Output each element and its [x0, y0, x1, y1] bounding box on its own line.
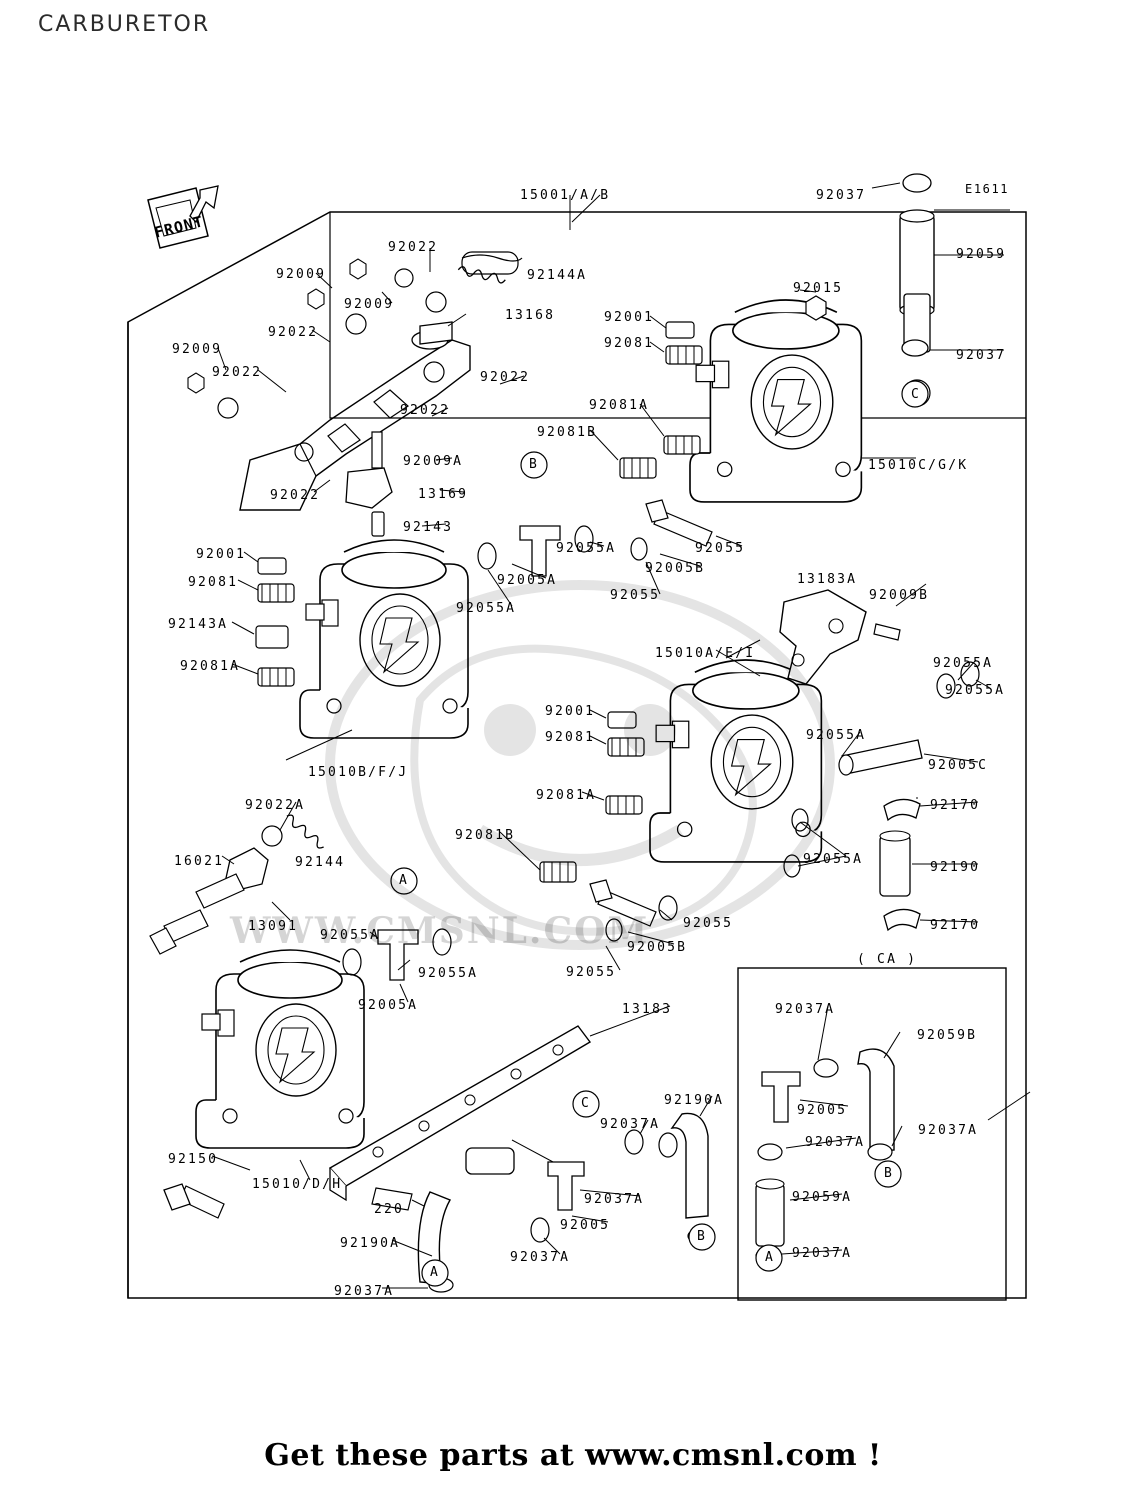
part-callout: 92022: [212, 365, 263, 380]
part-callout: 92055: [683, 916, 734, 931]
part-callout: 92059: [956, 247, 1007, 262]
part-callout: 92005: [560, 1218, 611, 1233]
part-callout: 92059B: [917, 1028, 978, 1043]
part-callout: 92037A: [792, 1246, 853, 1261]
part-callout: 92022: [480, 370, 531, 385]
reference-marker: B: [697, 1229, 705, 1244]
reference-marker: B: [529, 457, 537, 472]
part-callout: 92037A: [510, 1250, 571, 1265]
part-callout: 15010A/E/I: [655, 646, 756, 661]
part-callout: 92055A: [803, 852, 864, 867]
part-callout: 15010B/F/J: [308, 765, 409, 780]
part-callout: 92022A: [245, 798, 306, 813]
part-callout: 13168: [505, 308, 556, 323]
reference-marker: A: [430, 1265, 438, 1280]
part-callout: 13183A: [797, 572, 858, 587]
part-callout: 92037A: [805, 1135, 866, 1150]
part-callout: 92055A: [806, 728, 867, 743]
part-callout: 92022: [400, 403, 451, 418]
part-callout: 92037A: [775, 1002, 836, 1017]
part-callout: 92015: [793, 281, 844, 296]
part-callout: 92055A: [320, 928, 381, 943]
part-callout: 92081A: [536, 788, 597, 803]
part-callout: 92190A: [340, 1236, 401, 1251]
part-callout: 15010C/G/K: [868, 458, 969, 473]
part-callout: 92190A: [664, 1093, 725, 1108]
reference-marker: C: [581, 1096, 589, 1111]
part-callout: 92009: [172, 342, 223, 357]
part-callout: 220: [374, 1202, 405, 1217]
part-callout: 92081B: [537, 425, 598, 440]
part-callout: 92170: [930, 798, 981, 813]
part-callout: 92190: [930, 860, 981, 875]
part-callout: 92037: [816, 188, 867, 203]
part-callout: 92001: [604, 310, 655, 325]
part-callout: 92009: [344, 297, 395, 312]
part-callout: 92081B: [455, 828, 516, 843]
part-callout: 92005A: [497, 573, 558, 588]
part-callout: 92143: [403, 520, 454, 535]
part-callout: 92055: [610, 588, 661, 603]
part-callout: 92143A: [168, 617, 229, 632]
part-callout: 92005B: [645, 561, 706, 576]
part-callout: 13091: [248, 919, 299, 934]
part-callout: ( CA ): [857, 952, 918, 967]
footer-promo-text: Get these parts at www.cmsnl.com !: [264, 1438, 882, 1473]
part-callout: 92144: [295, 855, 346, 870]
page-title: CARBURETOR: [38, 12, 211, 37]
part-callout: 92022: [388, 240, 439, 255]
part-callout: 92037A: [584, 1192, 645, 1207]
reference-marker: C: [911, 387, 919, 402]
part-callout: 92059A: [792, 1190, 853, 1205]
part-callout: 92005C: [928, 758, 989, 773]
part-callout: 92005B: [627, 940, 688, 955]
part-callout: 92001: [545, 704, 596, 719]
part-callout: 92081: [188, 575, 239, 590]
part-callout: 92081: [604, 336, 655, 351]
part-callout: 92009A: [403, 454, 464, 469]
part-callout: 92055: [695, 541, 746, 556]
part-callout: 15010/D/H: [252, 1177, 343, 1192]
part-callout: 92150: [168, 1152, 219, 1167]
sheet-code: E1611: [965, 182, 1010, 196]
part-callout: 92037A: [600, 1117, 661, 1132]
part-callout: 13169: [418, 487, 469, 502]
part-callout: 92081A: [180, 659, 241, 674]
part-callout: 92001: [196, 547, 247, 562]
reference-marker: A: [765, 1250, 773, 1265]
part-callout: 92055A: [556, 541, 617, 556]
part-callout: 92022: [270, 488, 321, 503]
part-callout: 92009B: [869, 588, 930, 603]
diagram-svg: [127, 173, 1031, 1301]
reference-marker: B: [884, 1166, 892, 1181]
part-callout: 15001/A/B: [520, 188, 611, 203]
part-callout: 16021: [174, 854, 225, 869]
part-callout: 92055A: [456, 601, 517, 616]
part-callout: 92005: [797, 1103, 848, 1118]
part-callout: 92055A: [945, 683, 1006, 698]
part-callout: 92022: [268, 325, 319, 340]
part-callout: 92037A: [918, 1123, 979, 1138]
part-callout: 92037A: [334, 1284, 395, 1299]
part-callout: 92081: [545, 730, 596, 745]
part-callout: 92037: [956, 348, 1007, 363]
part-callout: 92055: [566, 965, 617, 980]
part-callout: 92055A: [933, 656, 994, 671]
part-callout: 13183: [622, 1002, 673, 1017]
part-callout: 92005A: [358, 998, 419, 1013]
part-callout: 92170: [930, 918, 981, 933]
reference-marker: A: [399, 873, 407, 888]
part-callout: 92055A: [418, 966, 479, 981]
part-callout: 92009: [276, 267, 327, 282]
part-callout: 92144A: [527, 268, 588, 283]
part-callout: 92081A: [589, 398, 650, 413]
front-arrow-icon: [147, 185, 219, 249]
